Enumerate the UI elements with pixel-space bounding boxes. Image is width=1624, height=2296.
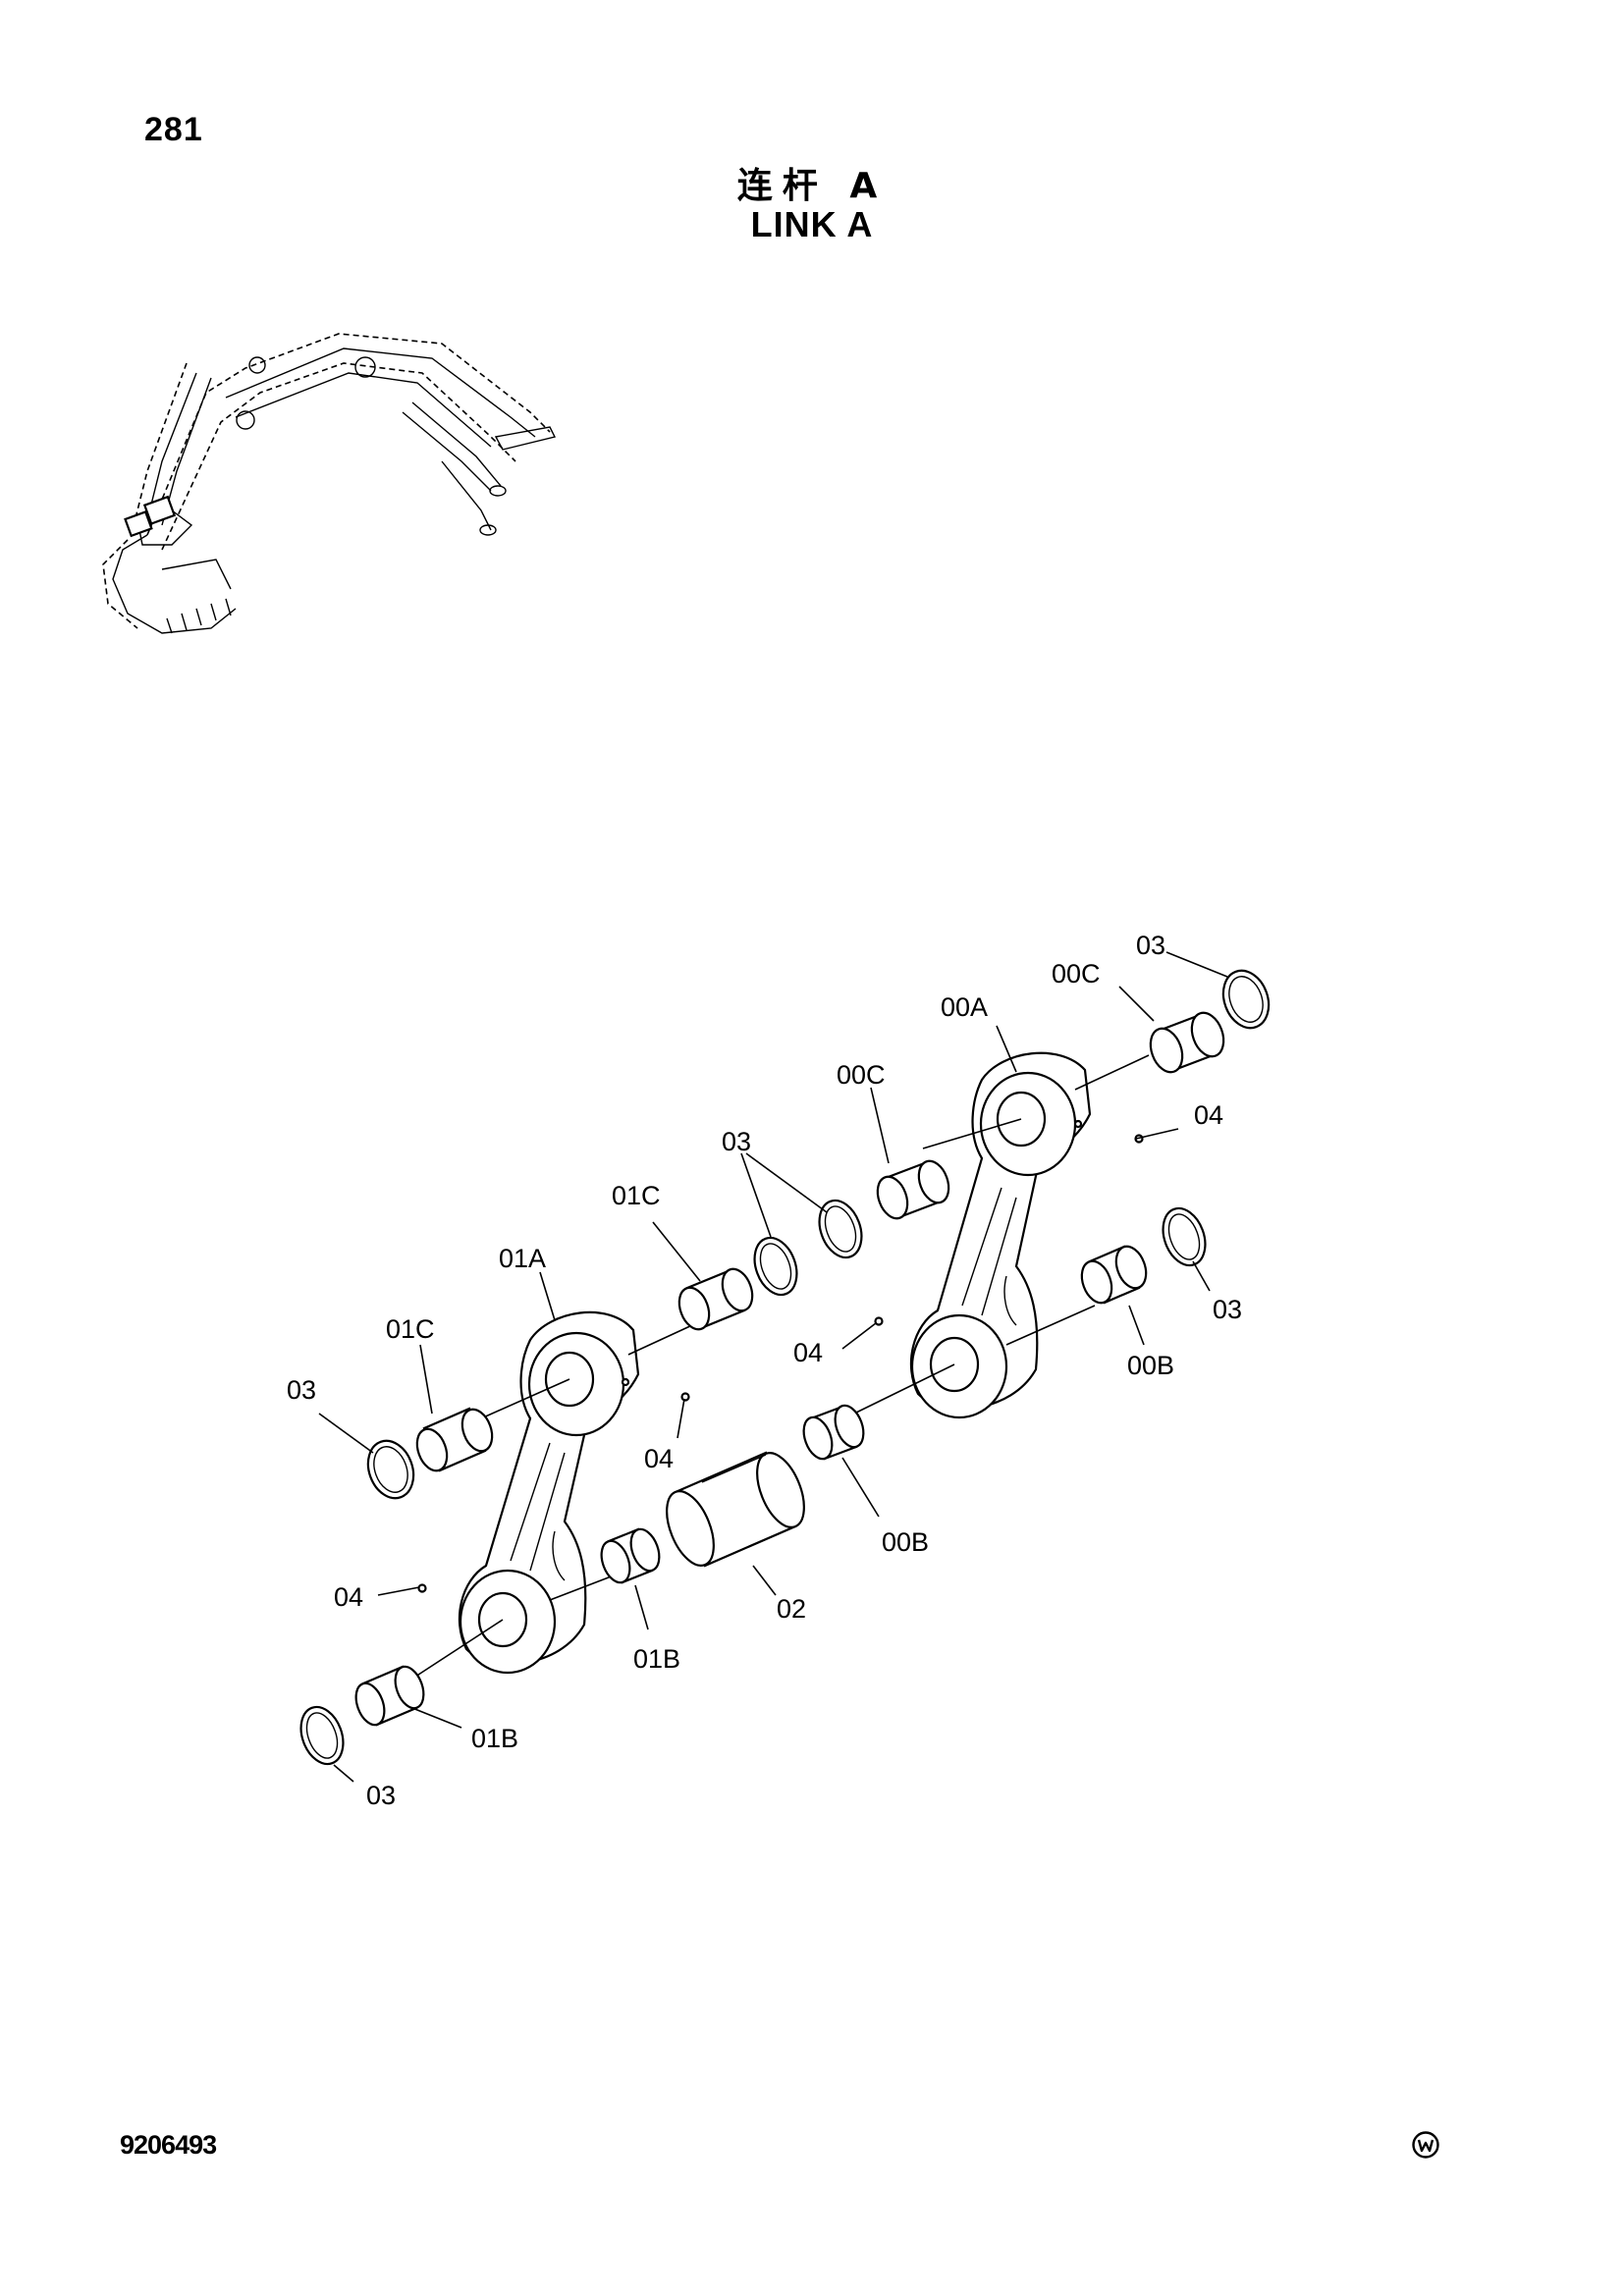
excavator-thumbnail bbox=[102, 333, 557, 634]
label-01B-mid: 01B bbox=[633, 1644, 680, 1674]
ring-03-mid-a bbox=[753, 1236, 798, 1297]
arm-line bbox=[146, 372, 197, 521]
title-chinese: 连杆 A bbox=[736, 166, 888, 206]
fitting-04-left bbox=[417, 1583, 427, 1593]
ring-03-bottom bbox=[299, 1705, 345, 1766]
document-code: 9206493 bbox=[120, 2130, 217, 2160]
bushing-00B-low bbox=[802, 1404, 865, 1461]
label-00C-top: 00C bbox=[1052, 959, 1101, 988]
fitting-04-center bbox=[680, 1392, 690, 1402]
link-00A bbox=[909, 1051, 1092, 1419]
link-01A bbox=[458, 1310, 640, 1675]
boom-solid bbox=[225, 347, 536, 438]
boom-solid-lower bbox=[235, 372, 492, 448]
label-01C-top: 01C bbox=[612, 1181, 661, 1210]
link-01A-detail bbox=[510, 1442, 566, 1581]
ring-03-left bbox=[366, 1439, 415, 1500]
boom-outline-lower bbox=[161, 362, 516, 551]
link-00A-detail bbox=[961, 1187, 1017, 1326]
label-00B-right: 00B bbox=[1127, 1351, 1174, 1380]
bushing-01C-top bbox=[677, 1267, 754, 1331]
bucket-outline bbox=[112, 534, 237, 634]
label-00C-mid: 00C bbox=[837, 1060, 886, 1090]
bushing-00C-top bbox=[1149, 1011, 1225, 1074]
bucket-pin-block-2 bbox=[124, 510, 153, 538]
pin-02 bbox=[666, 1451, 805, 1568]
part-labels: 03 00C 00A 00C 04 03 01C 01A 03 04 00B 0… bbox=[287, 931, 1242, 1810]
boom-cylinder bbox=[402, 411, 492, 492]
label-04-mid: 04 bbox=[793, 1338, 823, 1367]
label-01B-low: 01B bbox=[471, 1724, 518, 1753]
label-03-bottom: 03 bbox=[366, 1781, 396, 1810]
label-02: 02 bbox=[777, 1594, 806, 1624]
bucket-dash bbox=[102, 539, 138, 629]
label-03-left: 03 bbox=[287, 1375, 316, 1405]
label-04-right: 04 bbox=[1194, 1100, 1223, 1130]
label-04-left: 04 bbox=[334, 1582, 363, 1612]
bushing-01C-left bbox=[415, 1407, 494, 1472]
fitting-04-mid bbox=[874, 1316, 884, 1326]
leader-lines bbox=[318, 951, 1228, 1783]
axis-upper-left bbox=[480, 1324, 693, 1419]
arm-pin bbox=[236, 410, 255, 430]
arm-pin-top bbox=[248, 356, 266, 374]
bushing-00B-right bbox=[1080, 1245, 1148, 1305]
label-00B-low: 00B bbox=[882, 1527, 929, 1557]
fitting-04-right-hole bbox=[1073, 1119, 1083, 1129]
axis-lower-left bbox=[411, 1575, 615, 1680]
fitting-04-center-hole bbox=[621, 1377, 630, 1387]
label-03-top: 03 bbox=[1136, 931, 1165, 960]
boom-cylinder-2 bbox=[411, 401, 502, 487]
label-04-center: 04 bbox=[644, 1444, 674, 1473]
page-number: 281 bbox=[144, 111, 203, 148]
cylinder-end-2 bbox=[479, 524, 497, 536]
circled-w-icon bbox=[1412, 2131, 1439, 2159]
label-01A: 01A bbox=[499, 1244, 546, 1273]
bushing-00C-mid bbox=[876, 1159, 950, 1220]
bushing-01B-mid bbox=[600, 1527, 661, 1584]
label-03-mid: 03 bbox=[722, 1127, 751, 1156]
boom-foot bbox=[494, 426, 557, 451]
ring-03-right bbox=[1162, 1206, 1207, 1267]
bucket-teeth bbox=[166, 598, 232, 634]
boom-pin bbox=[354, 356, 376, 378]
axis-lower-right bbox=[853, 1305, 1096, 1415]
ring-03-top bbox=[1221, 969, 1271, 1030]
bucket-side bbox=[161, 559, 232, 590]
bucket-pin-block bbox=[142, 495, 177, 525]
label-01C-left: 01C bbox=[386, 1314, 435, 1344]
ring-03-mid-b bbox=[818, 1199, 863, 1259]
axis-upper-right bbox=[922, 1054, 1150, 1149]
bushing-01B-low bbox=[354, 1665, 425, 1727]
cylinder-end bbox=[489, 485, 507, 497]
boom-outline-upper bbox=[146, 333, 551, 536]
label-03-right: 03 bbox=[1213, 1295, 1242, 1324]
title-english: LINK A bbox=[750, 204, 874, 244]
label-00A: 00A bbox=[941, 992, 988, 1022]
boom-cylinder-lower bbox=[441, 460, 492, 531]
